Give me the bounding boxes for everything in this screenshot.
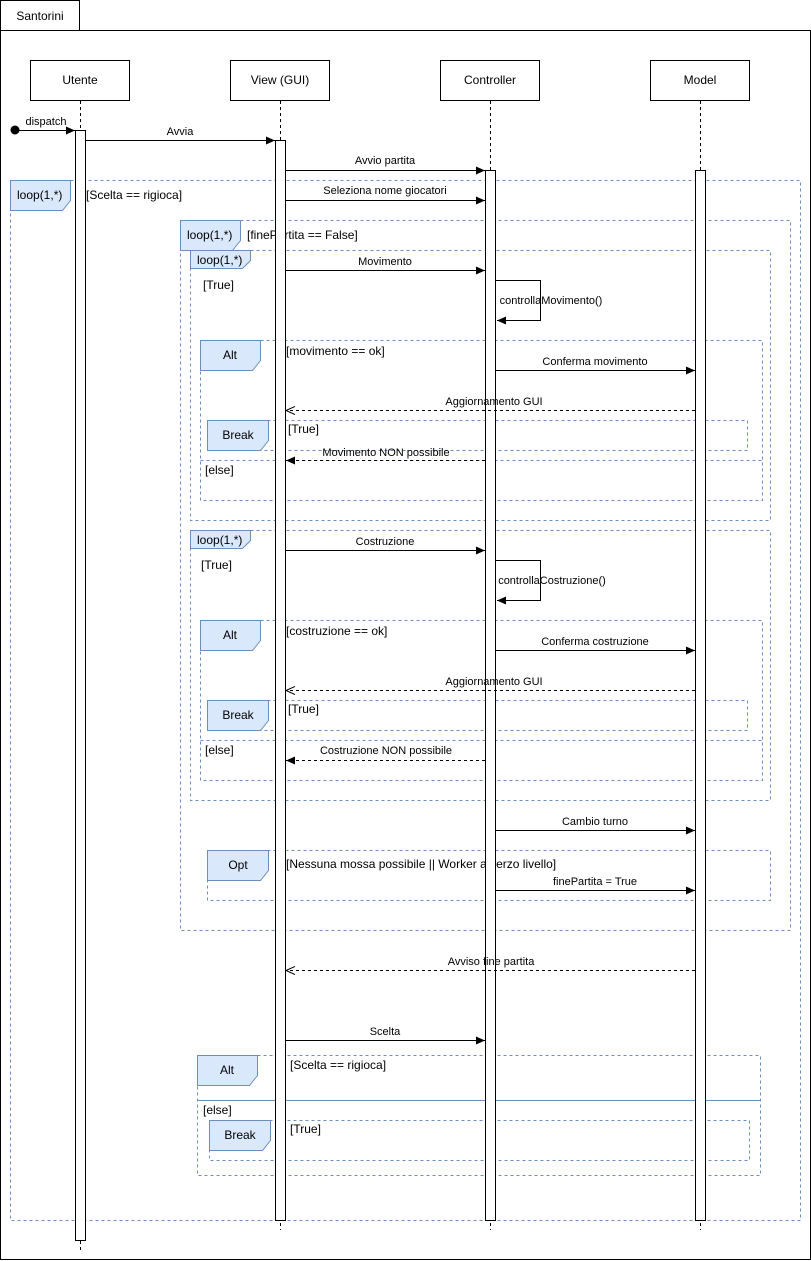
move-loop-guard: [True] <box>203 278 234 292</box>
fragment-move-loop <box>190 250 771 521</box>
msg-controlla-costruzione-label: controllaCostruzione() <box>498 575 606 587</box>
msg-dispatch-label: dispatch <box>26 116 67 128</box>
tab-move-alt <box>200 340 261 371</box>
build-alt-else: [else] <box>205 743 234 757</box>
tab-build-alt <box>200 620 261 651</box>
tab-game-loop <box>180 220 241 251</box>
msg-avviso-fine-partita-label: Avviso fine partita <box>448 956 536 968</box>
activation-model <box>695 170 706 1221</box>
msg-costruzione-non-possibile-label: Costruzione NON possibile <box>320 745 452 757</box>
end-break-guard: [True] <box>290 1122 321 1136</box>
activation-view <box>275 140 286 1221</box>
end-alt-label: Alt <box>220 1063 235 1077</box>
move-alt-else: [else] <box>205 463 234 477</box>
game-loop-label: loop(1,*) <box>187 228 232 242</box>
move-break-guard: [True] <box>288 422 319 436</box>
end-break-label: Break <box>224 1128 256 1142</box>
participant-model[interactable]: Model <box>650 60 750 101</box>
tab-move-loop <box>190 250 251 269</box>
tab-end-alt <box>197 1055 258 1086</box>
tab-opt <box>207 850 269 881</box>
msg-avvio-partita-label: Avvio partita <box>355 155 416 167</box>
build-loop-label: loop(1,*) <box>197 533 242 547</box>
move-break-label: Break <box>222 428 254 442</box>
tab-build-loop <box>190 530 251 549</box>
end-alt-guard: [Scelta == rigioca] <box>290 1058 386 1072</box>
msg-movimento-label: Movimento <box>358 256 412 268</box>
msg-costruzione-label: Costruzione <box>356 536 415 548</box>
tab-move-break <box>207 420 269 451</box>
msg-controlla-costruzione-arrow <box>496 560 541 605</box>
participant-utente[interactable]: Utente <box>30 60 130 101</box>
msg-controlla-movimento-arrow <box>496 280 541 325</box>
msg-movimento-non-possibile-label: Movimento NON possibile <box>322 447 449 459</box>
build-break-guard: [True] <box>288 702 319 716</box>
move-loop-label: loop(1,*) <box>197 253 242 267</box>
move-alt-guard: [movimento == ok] <box>286 344 385 358</box>
game-loop-guard: [finePartita == False] <box>247 228 358 242</box>
diagram-title: Santorini <box>16 9 63 23</box>
outer-loop-label: loop(1,*) <box>17 188 62 202</box>
opt-label: Opt <box>228 858 248 872</box>
fragment-outer-loop <box>10 180 801 1221</box>
participant-view[interactable]: View (GUI) <box>230 60 330 101</box>
msg-aggiornamento-gui-1-label: Aggiornamento GUI <box>445 396 542 408</box>
fragment-move-alt <box>200 340 763 501</box>
diagram-title-tab <box>0 0 80 31</box>
activation-utente <box>75 130 86 1241</box>
fragment-build-alt <box>200 620 763 781</box>
outer-loop-guard: [Scelta == rigioca] <box>86 188 182 202</box>
activation-controller <box>485 170 496 1221</box>
build-break-label: Break <box>222 708 254 722</box>
msg-scelta-label: Scelta <box>370 1026 401 1038</box>
opt-guard: [Nessuna mossa possibile || Worker al te… <box>286 857 556 871</box>
tab-outer-loop <box>10 180 71 211</box>
msg-controlla-movimento-label: controllaMovimento() <box>500 295 603 307</box>
msg-conferma-costruzione-label: Conferma costruzione <box>541 636 649 648</box>
build-alt-guard: [costruzione == ok] <box>286 624 387 638</box>
msg-conferma-movimento-label: Conferma movimento <box>542 356 647 368</box>
participant-view-label: View (GUI) <box>251 73 309 87</box>
participant-model-label: Model <box>684 73 717 87</box>
msg-avvia-label: Avvia <box>167 126 195 138</box>
msg-fine-partita-label: finePartita = True <box>553 876 637 888</box>
participant-controller-label: Controller <box>464 73 516 87</box>
build-loop-guard: [True] <box>201 558 232 572</box>
msg-aggiornamento-gui-2-label: Aggiornamento GUI <box>445 676 542 688</box>
participant-utente-label: Utente <box>62 73 98 87</box>
fragment-build-loop <box>190 530 771 801</box>
build-alt-label: Alt <box>223 628 238 642</box>
msg-cambio-turno-label: Cambio turno <box>562 816 628 828</box>
tab-build-break <box>207 700 269 731</box>
participant-controller[interactable]: Controller <box>440 60 540 101</box>
msg-seleziona-label: Seleziona nome giocatori <box>323 185 447 197</box>
tab-end-break <box>209 1120 271 1151</box>
move-alt-label: Alt <box>223 348 238 362</box>
end-alt-else: [else] <box>203 1103 232 1117</box>
